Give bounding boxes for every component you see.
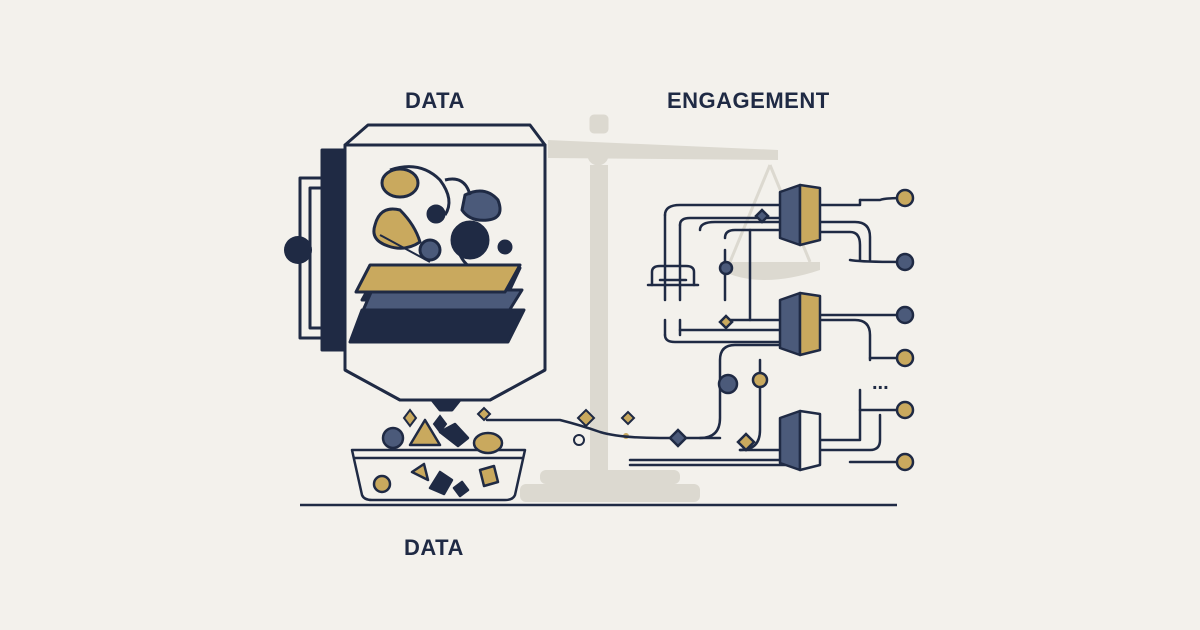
data-hopper-icon — [284, 123, 547, 412]
output-nodes — [895, 188, 915, 472]
pipe-nodes — [668, 208, 770, 452]
engagement-title: ENGAGEMENT — [667, 88, 830, 113]
data-title-bottom: DATA — [404, 535, 464, 560]
balance-scale-icon — [520, 114, 820, 502]
pipe-network-icon — [485, 196, 907, 467]
data-basket-icon — [350, 418, 527, 502]
door-icon — [778, 183, 822, 472]
data-title-top: DATA — [405, 88, 465, 113]
ellipsis-text: ... — [872, 372, 889, 394]
